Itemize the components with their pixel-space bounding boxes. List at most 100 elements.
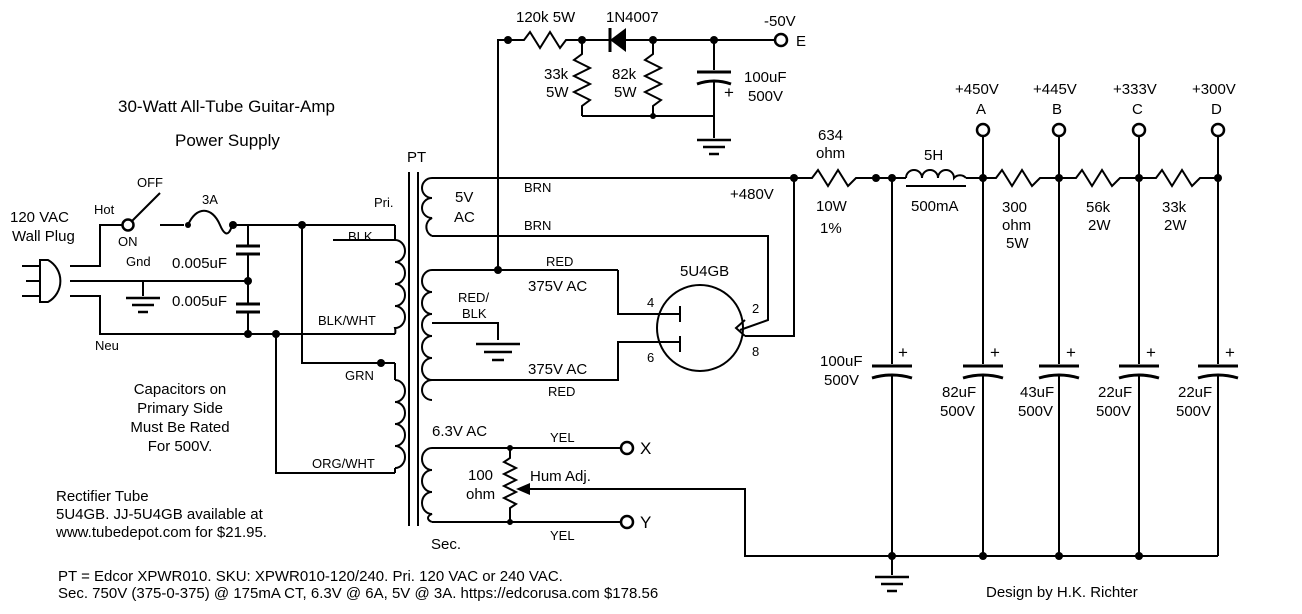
c-main-label-2: 500V: [824, 372, 859, 389]
svg-text:For 500V.: For 500V.: [148, 438, 213, 455]
r-bc-label-1: 56k: [1086, 199, 1111, 216]
term-y-label: Y: [640, 513, 651, 532]
yel-top-label: YEL: [550, 430, 575, 445]
r-in-label-1: 634: [818, 127, 843, 144]
svg-text:+: +: [990, 343, 1000, 362]
neu-label: Neu: [95, 338, 119, 353]
heater-terminal-y: [619, 514, 635, 530]
rectifier-tube: [656, 284, 744, 372]
svg-text:Primary Side: Primary Side: [137, 400, 223, 417]
r-cd-label-2: 2W: [1164, 217, 1187, 234]
bias-ground: [695, 138, 733, 156]
r-in-label-2: ohm: [816, 145, 845, 162]
bias-r2-label-1: 33k: [544, 66, 569, 83]
v375-top-label: 375V AC: [528, 278, 587, 295]
node-b-cap-2: 500V: [1018, 403, 1053, 420]
diode-1n4007: [608, 28, 626, 52]
main-filter-cap: +: [871, 178, 913, 575]
term-x-label: X: [640, 439, 651, 458]
bias-resistor-82k: [642, 40, 664, 116]
resistor-33k: [1139, 168, 1218, 188]
fuse: [187, 209, 233, 235]
page-subtitle: Power Supply: [175, 131, 280, 150]
node-b-voltage: +445V: [1033, 81, 1077, 98]
hot-label: Hot: [94, 202, 115, 217]
tube-label: 5U4GB: [680, 263, 729, 280]
sec-label: Sec.: [431, 536, 461, 553]
svg-text:Rectifier Tube: Rectifier Tube: [56, 488, 149, 505]
page-title: 30-Watt All-Tube Guitar-Amp: [118, 97, 335, 116]
pin4-label: 4: [647, 295, 654, 310]
pt-note-1: PT = Edcor XPWR010. SKU: XPWR010-120/240…: [58, 568, 563, 585]
bias-cap: +: [696, 40, 734, 138]
bias-r2-label-2: 5W: [546, 84, 569, 101]
bias-resistor-33k: [571, 40, 593, 116]
grn-label: GRN: [345, 368, 374, 383]
main-ground: [873, 575, 911, 593]
blk-wht-label: BLK/WHT: [318, 313, 376, 328]
org-wht-label: ORG/WHT: [312, 456, 375, 471]
v63-label: 6.3V AC: [432, 423, 487, 440]
r-bc-label-2: 2W: [1088, 217, 1111, 234]
node-a-cap-1: 82uF: [942, 384, 976, 401]
pin6-label: 6: [647, 350, 654, 365]
choke-5h: [905, 169, 967, 181]
svg-text:+: +: [1066, 343, 1076, 362]
ct-ground: [476, 342, 520, 362]
blk-label: BLK: [348, 229, 373, 244]
primary-cap-2: [236, 281, 260, 334]
svg-text:www.tubedepot.com for $21.95.: www.tubedepot.com for $21.95.: [55, 524, 267, 541]
node-d-cap-1: 22uF: [1178, 384, 1212, 401]
switch-off-label: OFF: [137, 175, 163, 190]
red-blk-label-2: BLK: [462, 306, 487, 321]
choke-label: 5H: [924, 147, 943, 164]
red-blk-label-1: RED/: [458, 290, 489, 305]
choke-spec-label: 500mA: [911, 198, 959, 215]
primary-cap-1: [236, 225, 260, 281]
switch-on-label: ON: [118, 234, 138, 249]
r-ab-label-3: 5W: [1006, 235, 1029, 252]
hum-adj-label: Hum Adj.: [530, 468, 591, 485]
node-c-cap-1: 22uF: [1098, 384, 1132, 401]
plug-label-1: 120 VAC: [10, 209, 69, 226]
wall-plug: [22, 259, 62, 303]
r-cd-label-1: 33k: [1162, 199, 1187, 216]
resistor-56k: [1059, 168, 1139, 188]
svg-text:+: +: [1225, 343, 1235, 362]
node-d-id: D: [1211, 101, 1222, 118]
diode-label: 1N4007: [606, 9, 659, 26]
pot-label-2: ohm: [466, 486, 495, 503]
w5v-ac-label: AC: [454, 209, 475, 226]
heater-terminal-x: [619, 440, 635, 456]
node-d-cap-2: 500V: [1176, 403, 1211, 420]
node-a: +: [962, 122, 1004, 560]
power-switch: [131, 192, 161, 222]
r-ab-label-1: 300: [1002, 199, 1027, 216]
w5v-label: 5V: [455, 189, 473, 206]
node-a-cap-2: 500V: [940, 403, 975, 420]
node-d: +: [1197, 122, 1239, 556]
svg-text:Must Be Rated: Must Be Rated: [130, 419, 229, 436]
r-ab-label-2: ohm: [1002, 217, 1031, 234]
b-plus-label: +480V: [730, 186, 774, 203]
r-in-spec-1: 10W: [816, 198, 848, 215]
bias-r3-label-2: 5W: [614, 84, 637, 101]
v375-bot-label: 375V AC: [528, 361, 587, 378]
svg-text:+: +: [898, 343, 908, 362]
node-d-voltage: +300V: [1192, 81, 1236, 98]
resistor-300-ohm: [983, 168, 1059, 188]
brn2-label: BRN: [524, 218, 551, 233]
node-c: +: [1118, 122, 1160, 560]
bias-cap-label-1: 100uF: [744, 69, 787, 86]
pin8-label: 8: [752, 344, 759, 359]
node-a-id: A: [976, 101, 986, 118]
filament-63v-winding: [421, 447, 433, 523]
node-b-cap-1: 43uF: [1020, 384, 1054, 401]
bias-resistor-120k: [508, 30, 582, 50]
bias-r1-label: 120k 5W: [516, 9, 576, 26]
bias-term-label: E: [796, 33, 806, 50]
plug-label-2: Wall Plug: [12, 228, 75, 245]
red-top-label: RED: [546, 254, 573, 269]
svg-text:5U4GB. JJ-5U4GB available at: 5U4GB. JJ-5U4GB available at: [56, 506, 264, 523]
